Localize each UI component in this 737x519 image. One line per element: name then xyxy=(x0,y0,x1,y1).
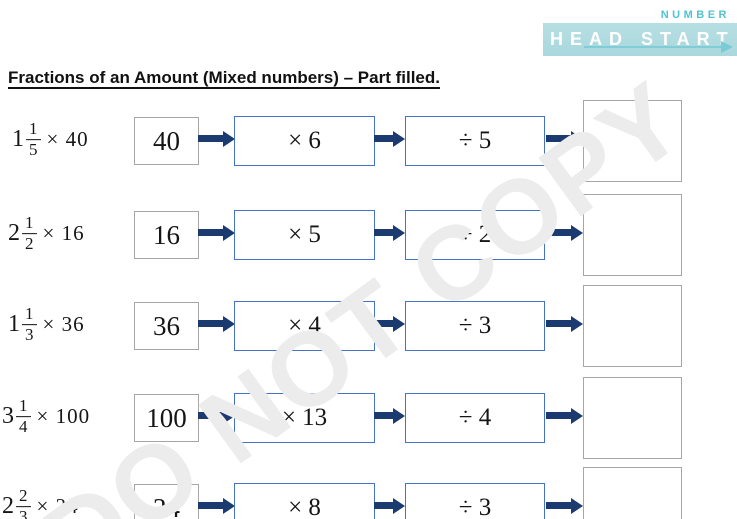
divide-operation-box: ÷ 3 xyxy=(405,301,545,351)
fraction-denominator: 4 xyxy=(19,417,28,437)
answer-box xyxy=(583,467,682,519)
page-title: Fractions of an Amount (Mixed numbers) –… xyxy=(8,68,440,87)
divide-operation-box: ÷ 5 xyxy=(405,116,545,166)
flow-arrow-icon xyxy=(198,502,223,509)
flow-arrow-icon xyxy=(374,502,393,509)
flow-arrow-icon xyxy=(374,229,393,236)
answer-box xyxy=(583,100,682,182)
flow-arrow-icon xyxy=(546,502,571,509)
flow-arrow-icon xyxy=(546,412,571,419)
flow-arrow-icon xyxy=(546,135,571,142)
start-value-box: 24 xyxy=(134,484,199,519)
start-value-box: 40 xyxy=(134,117,199,165)
fraction-denominator: 2 xyxy=(25,234,34,254)
fraction: 1 2 xyxy=(22,213,37,254)
fraction: 1 5 xyxy=(26,119,41,160)
multiply-operation-box: × 6 xyxy=(234,116,375,166)
answer-box xyxy=(583,285,682,367)
start-value-box: 36 xyxy=(134,302,199,350)
expression-amount: × 24 xyxy=(36,494,79,519)
start-value-box: 100 xyxy=(134,394,199,442)
flow-arrow-icon xyxy=(198,412,223,419)
fraction-denominator: 5 xyxy=(29,140,38,160)
expression-amount: × 100 xyxy=(36,404,91,429)
fraction-numerator: 1 xyxy=(26,119,41,141)
expression-amount: × 16 xyxy=(42,221,85,246)
whole-number: 1 xyxy=(8,311,20,338)
expression-amount: × 40 xyxy=(46,127,89,152)
fraction-numerator: 1 xyxy=(16,396,31,418)
flow-arrow-icon xyxy=(546,320,571,327)
flow-arrow-icon xyxy=(198,229,223,236)
flow-arrow-icon xyxy=(198,135,223,142)
multiply-operation-box: × 13 xyxy=(234,393,375,443)
divide-operation-box: ÷ 2 xyxy=(405,210,545,260)
logo-headstart-label: HEAD START xyxy=(550,29,735,49)
flow-arrow-icon xyxy=(374,412,393,419)
mixed-number-expression: 1 1 5 × 40 xyxy=(12,119,89,160)
fraction: 1 4 xyxy=(16,396,31,437)
fraction-numerator: 2 xyxy=(16,486,31,508)
fraction-denominator: 3 xyxy=(19,507,28,519)
headstart-logo: HEAD START xyxy=(543,23,737,56)
multiply-operation-box: × 4 xyxy=(234,301,375,351)
expression-amount: × 36 xyxy=(42,312,85,337)
logo-arrow-icon xyxy=(584,41,733,53)
mixed-number-expression: 3 1 4 × 100 xyxy=(2,396,91,437)
whole-number: 3 xyxy=(2,403,14,430)
flow-arrow-icon xyxy=(198,320,223,327)
mixed-number-expression: 2 1 2 × 16 xyxy=(8,213,85,254)
mixed-number-expression: 1 1 3 × 36 xyxy=(8,304,85,345)
flow-arrow-icon xyxy=(374,135,393,142)
divide-operation-box: ÷ 3 xyxy=(405,483,545,519)
fraction-numerator: 1 xyxy=(22,213,37,235)
logo-number-label: NUMBER xyxy=(660,9,730,21)
fraction: 2 3 xyxy=(16,486,31,519)
fraction-numerator: 1 xyxy=(22,304,37,326)
answer-box xyxy=(583,377,682,459)
multiply-operation-box: × 5 xyxy=(234,210,375,260)
multiply-operation-box: × 8 xyxy=(234,483,375,519)
flow-arrow-icon xyxy=(546,229,571,236)
mixed-number-expression: 2 2 3 × 24 xyxy=(2,486,79,519)
fraction-denominator: 3 xyxy=(25,325,34,345)
flow-arrow-icon xyxy=(374,320,393,327)
start-value-box: 16 xyxy=(134,211,199,259)
divide-operation-box: ÷ 4 xyxy=(405,393,545,443)
whole-number: 1 xyxy=(12,126,24,153)
whole-number: 2 xyxy=(2,493,14,519)
fraction: 1 3 xyxy=(22,304,37,345)
answer-box xyxy=(583,194,682,276)
whole-number: 2 xyxy=(8,220,20,247)
